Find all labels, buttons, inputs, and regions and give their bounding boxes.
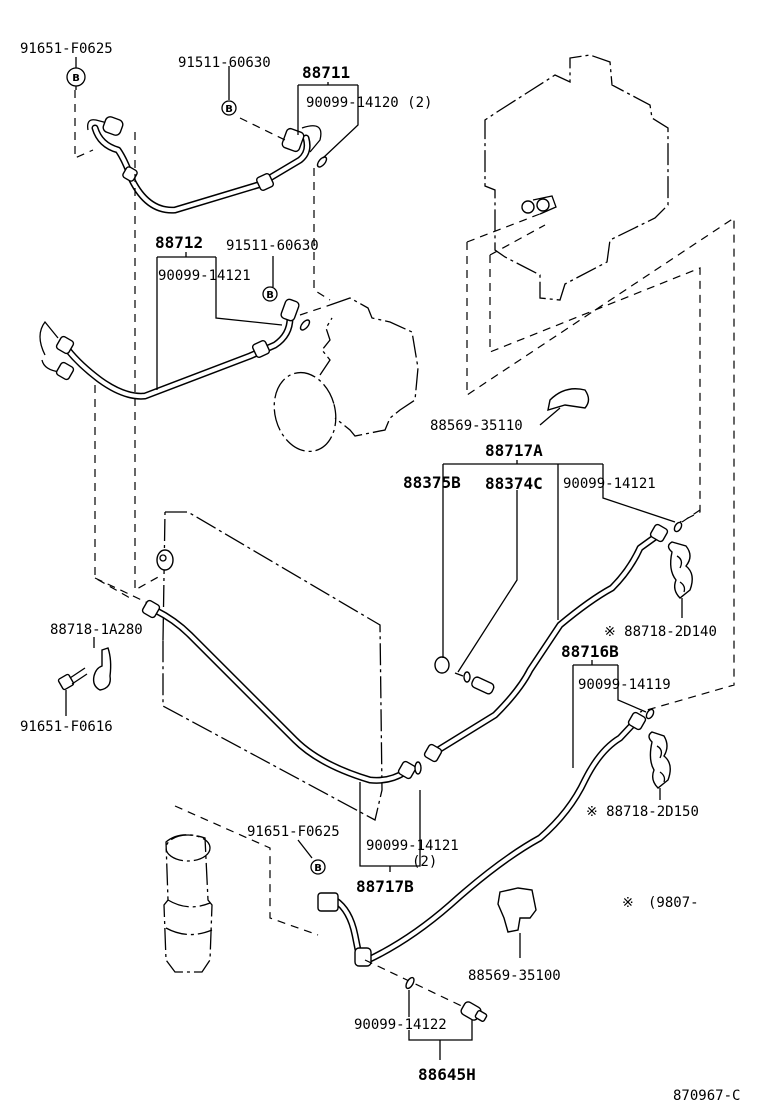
leader-dashed bbox=[299, 304, 331, 316]
bolt-91651-F0616 bbox=[57, 667, 88, 691]
liquid-tube-88717A bbox=[423, 521, 683, 763]
bracket-88569-35100 bbox=[497, 887, 537, 933]
figure-number: 870967-C bbox=[673, 1088, 740, 1104]
label-91511-60630-mid: 91511-60630 bbox=[226, 238, 319, 254]
label-88374C: 88374C bbox=[485, 474, 543, 493]
label-88718-1A280: 88718-1A280 bbox=[50, 622, 143, 638]
label-91651-F0625-top: 91651-F0625 bbox=[20, 41, 113, 57]
evaporator-unit-outline bbox=[484, 54, 669, 301]
part-88374C-valve bbox=[454, 671, 471, 683]
label-90099-14122: 90099-14122 bbox=[354, 1017, 447, 1033]
svg-text:B: B bbox=[225, 104, 233, 115]
liquid-tube-88716B bbox=[364, 708, 655, 964]
liquid-tube-88717B bbox=[317, 892, 372, 967]
label-88718-2D140: ※ 88718-2D140 bbox=[604, 624, 717, 640]
suction-hose-88711 bbox=[87, 116, 328, 214]
receiver-dryer bbox=[163, 834, 213, 973]
condenser-outline bbox=[156, 511, 383, 821]
bolt-marker-top-left: B bbox=[66, 67, 86, 87]
discharge-hose-88712 bbox=[39, 298, 311, 400]
leader-dashed bbox=[313, 168, 331, 301]
label-90099-14119: 90099-14119 bbox=[578, 677, 671, 693]
dashed-frame-inner bbox=[489, 224, 701, 523]
pressure-switch-88645H bbox=[460, 1001, 488, 1022]
leader-dashed bbox=[239, 117, 286, 141]
leader-dashed bbox=[94, 385, 131, 599]
note-symbol: ※ bbox=[622, 895, 634, 911]
label-88569-35100: 88569-35100 bbox=[468, 968, 561, 984]
condenser-bracket bbox=[156, 549, 174, 571]
label-90099-14121-right: 90099-14121 bbox=[563, 476, 656, 492]
svg-text:B: B bbox=[314, 863, 322, 874]
leader-dashed bbox=[681, 509, 701, 523]
svg-text:B: B bbox=[72, 73, 80, 84]
label-90099-14121-mid: 90099-14121 bbox=[158, 268, 251, 284]
label-91651-F0625-low: 91651-F0625 bbox=[247, 824, 340, 840]
bracket-88718-1A280 bbox=[92, 647, 112, 691]
label-91651-F0616: 91651-F0616 bbox=[20, 719, 113, 735]
label-88375B: 88375B bbox=[403, 473, 461, 492]
label-88718-2D150: ※ 88718-2D150 bbox=[586, 804, 699, 820]
label-88645H: 88645H bbox=[418, 1065, 476, 1084]
dashed-frame-outer bbox=[466, 211, 735, 713]
leader-dashed bbox=[74, 90, 94, 159]
condenser-pipe bbox=[141, 599, 422, 784]
label-90099-14120: 90099-14120 (2) bbox=[306, 95, 432, 111]
label-90099-14121-low: 90099-14121 bbox=[366, 838, 459, 854]
o-ring-90099-14122 bbox=[405, 976, 415, 990]
bracket-88569-35110 bbox=[547, 388, 590, 411]
label-91511-60630-top: 91511-60630 bbox=[178, 55, 271, 71]
compressor-outline bbox=[273, 297, 419, 453]
evaporator-fitting bbox=[521, 195, 557, 215]
bolt-marker-low: B bbox=[310, 859, 326, 875]
leader-dashed bbox=[174, 805, 319, 936]
leader-dashed bbox=[134, 132, 161, 592]
label-88711: 88711 bbox=[302, 63, 350, 82]
label-88569-35110: 88569-35110 bbox=[430, 418, 523, 434]
clamp-88718-2D140 bbox=[667, 541, 693, 599]
sight-fitting bbox=[471, 676, 495, 695]
leader-lines bbox=[65, 57, 683, 1060]
label-88716B: 88716B bbox=[561, 642, 619, 661]
svg-text:B: B bbox=[266, 290, 274, 301]
label-88717A: 88717A bbox=[485, 441, 543, 460]
leader-dashed bbox=[94, 577, 151, 605]
leader-dashed bbox=[364, 959, 471, 1011]
label-88712: 88712 bbox=[155, 233, 203, 252]
part-88375B-cap bbox=[434, 656, 450, 674]
bolt-marker-mid: B bbox=[262, 286, 278, 302]
bolt-marker-top-mid: B bbox=[221, 100, 237, 116]
label-90099-14121-low-qty: (2) bbox=[412, 854, 437, 870]
clamp-88718-2D150 bbox=[648, 731, 671, 789]
label-88717B: 88717B bbox=[356, 877, 414, 896]
note-date-range: (9807- ) bbox=[648, 895, 760, 911]
